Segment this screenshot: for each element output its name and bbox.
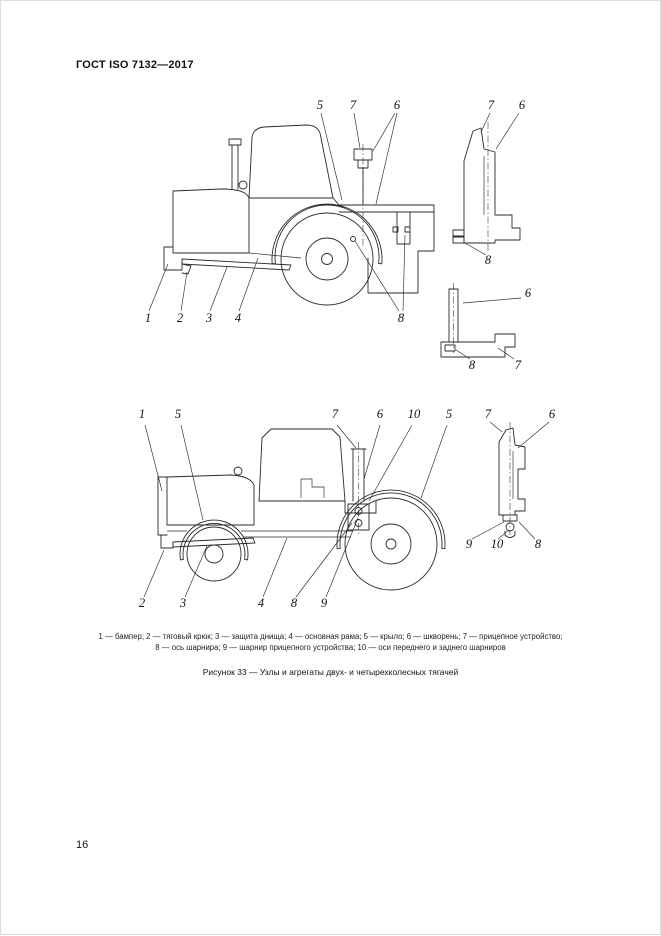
callout-label: 6 bbox=[394, 98, 401, 112]
cab-outline bbox=[248, 124, 334, 199]
foot-bolt bbox=[444, 344, 456, 352]
callout-leader-lines bbox=[148, 112, 406, 312]
filler-cap bbox=[238, 180, 248, 190]
callout-label: 8 bbox=[398, 311, 405, 325]
upper-hitch-detail-top: 7 6 8 bbox=[452, 98, 526, 267]
hitch-plate bbox=[392, 211, 411, 245]
rear-wheel-hub bbox=[370, 523, 412, 565]
callout-leader-lines bbox=[455, 297, 522, 360]
figure-caption: Рисунок 33 — Узлы и агрегаты двух- и чет… bbox=[202, 667, 459, 677]
upper-tractor-drawing: 5 7 6 1 2 3 4 8 bbox=[145, 98, 435, 325]
callout-label: 8 bbox=[485, 253, 492, 267]
seat bbox=[300, 478, 325, 498]
foot-outline bbox=[440, 333, 516, 358]
callout-label: 2 bbox=[139, 596, 145, 610]
rear-body bbox=[332, 197, 435, 294]
callout-label: 2 bbox=[177, 311, 183, 325]
callout-label: 6 bbox=[549, 407, 556, 421]
rear-wheel bbox=[344, 497, 438, 591]
callout-label: 6 bbox=[525, 286, 532, 300]
callout-leader-lines bbox=[464, 112, 520, 256]
callout-label: 5 bbox=[175, 407, 181, 421]
callout-label: 7 bbox=[332, 407, 339, 421]
hitch-bracket-outline bbox=[463, 127, 521, 244]
callout-label: 8 bbox=[291, 596, 298, 610]
pivot-axis bbox=[350, 236, 356, 242]
callout-label: 10 bbox=[408, 407, 421, 421]
callout-label: 6 bbox=[519, 98, 526, 112]
figure-legend: 1 — бампер; 2 — тяговый крюк; 3 — защита… bbox=[41, 631, 620, 653]
rear-fender bbox=[336, 489, 446, 550]
callout-label: 1 bbox=[145, 311, 151, 325]
front-wheel-hub bbox=[204, 544, 224, 564]
articulation-block bbox=[344, 500, 377, 531]
hook-tip bbox=[504, 530, 516, 538]
exhaust-pipe bbox=[228, 138, 242, 190]
rear-wheel-center bbox=[385, 538, 397, 550]
callout-label: 4 bbox=[235, 311, 241, 325]
callout-label: 8 bbox=[469, 358, 476, 372]
tow-hook bbox=[181, 263, 192, 275]
callout-label: 5 bbox=[317, 98, 323, 112]
callout-label: 7 bbox=[515, 358, 522, 372]
lower-hitch-detail: 7 6 9 10 8 bbox=[466, 407, 556, 551]
bracket-bolts bbox=[452, 229, 465, 244]
lower-tractor-drawing: 1 5 7 6 10 5 2 3 4 8 9 bbox=[139, 407, 452, 610]
callout-label: 7 bbox=[488, 98, 495, 112]
callout-leader-lines bbox=[471, 421, 550, 540]
rear-wheel-center bbox=[321, 253, 333, 265]
page-number: 16 bbox=[76, 839, 89, 851]
callout-label: 7 bbox=[485, 407, 492, 421]
fender bbox=[271, 203, 383, 265]
callout-leader-lines bbox=[143, 424, 448, 598]
callout-label: 1 bbox=[139, 407, 145, 421]
callout-label: 3 bbox=[205, 311, 212, 325]
upper-hitch-detail-bottom: 6 8 7 bbox=[440, 283, 532, 372]
hitch-bracket-outline bbox=[498, 427, 526, 516]
callout-label: 9 bbox=[321, 596, 328, 610]
callout-label: 8 bbox=[535, 537, 542, 551]
engine-hood bbox=[172, 188, 250, 254]
callout-label: 3 bbox=[179, 596, 186, 610]
callout-label: 10 bbox=[491, 537, 504, 551]
legend-line-2: 8 — ось шарнира; 9 — шарнир прицепного у… bbox=[155, 643, 506, 652]
rear-wheel-hub bbox=[305, 237, 349, 281]
front-bumper bbox=[157, 476, 168, 536]
engine-hood bbox=[166, 474, 255, 526]
tow-hook bbox=[160, 534, 174, 549]
callout-label: 9 bbox=[466, 537, 473, 551]
bottom-guard bbox=[172, 537, 256, 548]
callout-label: 6 bbox=[377, 407, 384, 421]
callout-label: 4 bbox=[258, 596, 264, 610]
front-fender bbox=[179, 519, 249, 561]
document-header: ГОСТ ISO 7132—2017 bbox=[76, 59, 194, 71]
legend-line-1: 1 — бампер; 2 — тяговый крюк; 3 — защита… bbox=[98, 632, 563, 641]
chassis-lines bbox=[167, 530, 353, 538]
cab-outline bbox=[258, 428, 346, 502]
filler-cap bbox=[233, 466, 243, 476]
hitch-pin bbox=[502, 514, 518, 522]
callout-label: 5 bbox=[446, 407, 452, 421]
front-wheel bbox=[186, 526, 242, 582]
rear-wheel bbox=[280, 212, 374, 306]
callout-label: 7 bbox=[350, 98, 357, 112]
bottom-guard bbox=[181, 258, 292, 271]
front-bumper bbox=[163, 246, 183, 271]
